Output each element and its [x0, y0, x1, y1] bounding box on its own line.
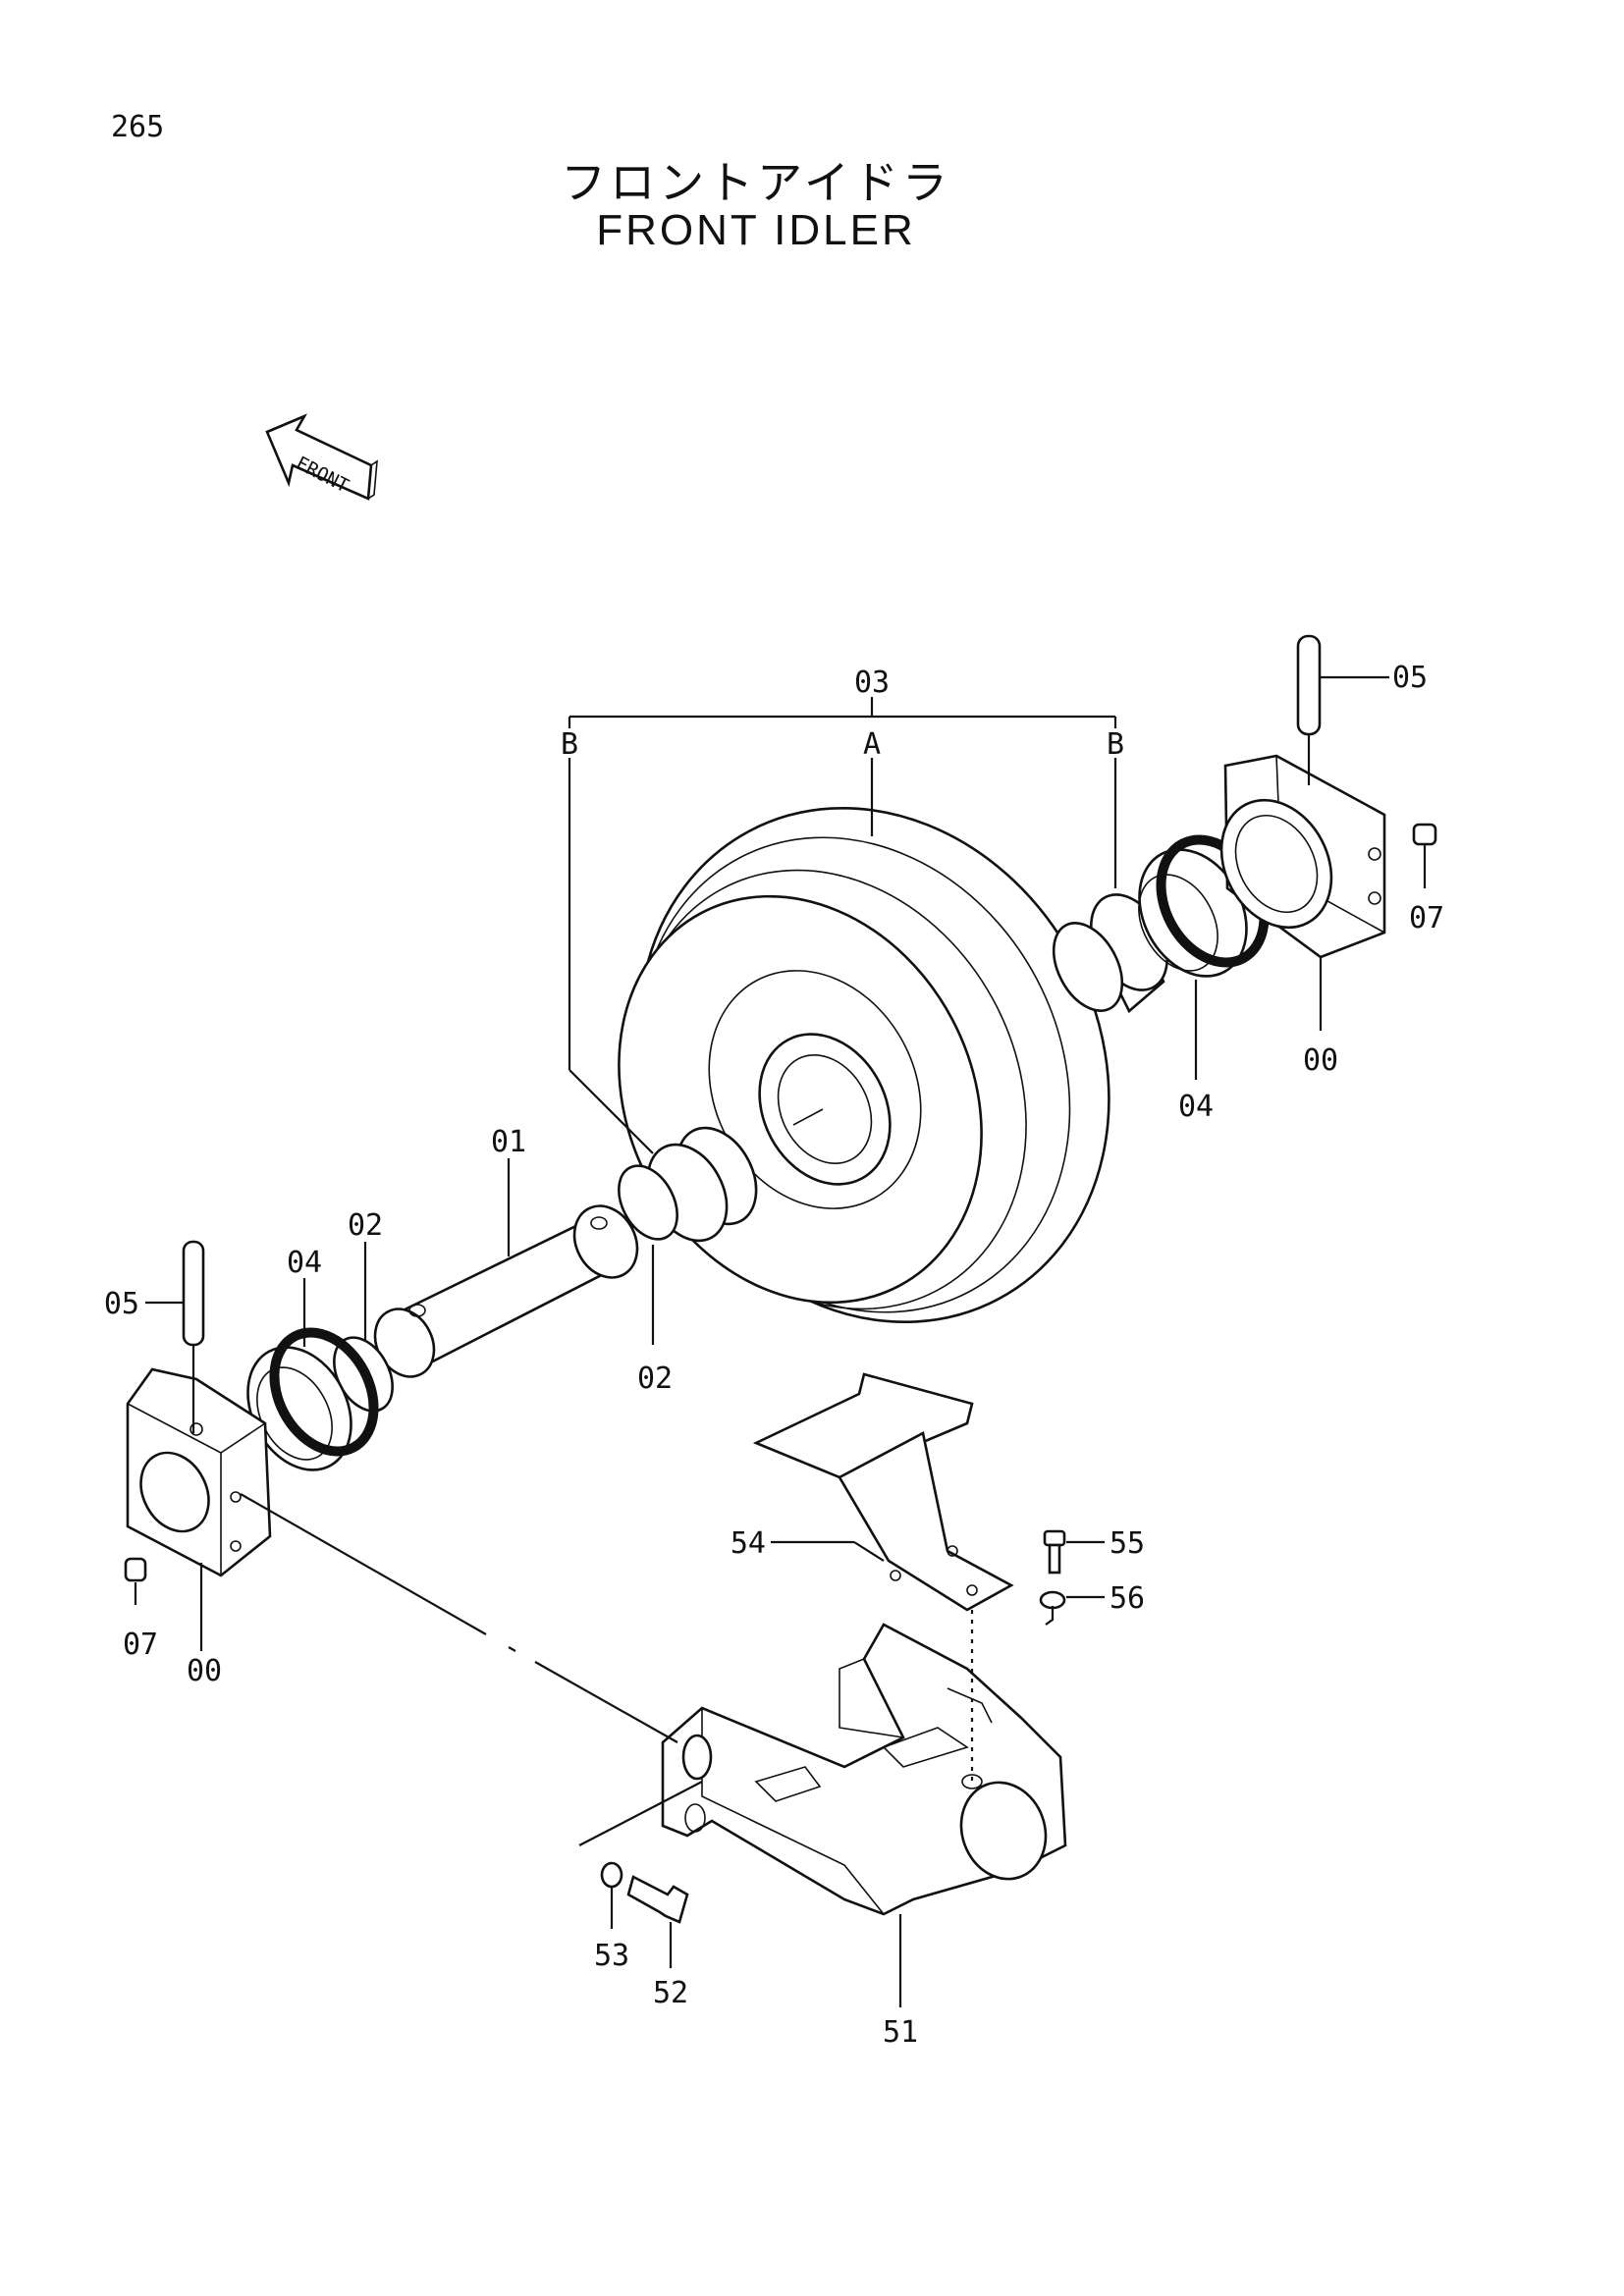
o-ring-upper	[618, 1164, 678, 1241]
callout-07-left: 07	[123, 1628, 158, 1662]
idler-shaft	[373, 1204, 639, 1378]
callout-53: 53	[594, 1939, 629, 1973]
callout-00-left: 00	[187, 1654, 222, 1688]
bushing-right	[1052, 893, 1168, 1014]
front-direction-arrow: FRONT	[265, 413, 378, 501]
diagram-title-english: FRONT IDLER	[596, 206, 916, 254]
leader-lines	[134, 675, 1427, 2007]
guard-plate	[752, 1372, 1014, 1612]
callout-07-right: 07	[1409, 901, 1444, 935]
callout-54: 54	[731, 1526, 766, 1561]
bolt-55	[1043, 1529, 1066, 1575]
callout-02-lower: 02	[637, 1362, 673, 1396]
callout-00-right: 00	[1303, 1043, 1338, 1078]
callout-05-left: 05	[104, 1287, 139, 1321]
plug-right	[1412, 823, 1437, 846]
plug-left	[124, 1557, 147, 1582]
support-bracket-right	[1219, 754, 1386, 959]
callout-b-right: B	[1107, 727, 1124, 762]
callout-labels: 03 A B B 05 07 00 04 01 02 04 05 02 07 0…	[104, 661, 1444, 2050]
pin-right	[1296, 634, 1322, 785]
floating-seal-left	[246, 1327, 379, 1471]
pin-left	[182, 1240, 205, 1433]
washer-56	[1039, 1590, 1066, 1610]
callout-56: 56	[1110, 1581, 1145, 1616]
tension-yoke	[661, 1623, 1067, 1916]
diagram-title-japanese: フロントアイドラ	[561, 156, 951, 209]
callout-04-right: 04	[1178, 1090, 1214, 1124]
callout-01: 01	[491, 1125, 526, 1159]
page-number: 265	[111, 110, 165, 144]
callout-05-right: 05	[1392, 661, 1428, 695]
support-bracket-left	[126, 1367, 272, 1577]
callout-52: 52	[653, 1976, 688, 2010]
callout-51: 51	[883, 2015, 918, 2050]
callout-55: 55	[1110, 1526, 1145, 1561]
washer-53	[600, 1861, 623, 1889]
callout-a: A	[863, 727, 881, 762]
callout-03: 03	[854, 666, 890, 700]
bolt-52	[626, 1875, 689, 1924]
callout-02-upper: 02	[348, 1208, 383, 1243]
callout-b-left: B	[561, 727, 578, 762]
callout-04-left: 04	[287, 1246, 322, 1280]
idler-wheel	[618, 806, 1110, 1324]
